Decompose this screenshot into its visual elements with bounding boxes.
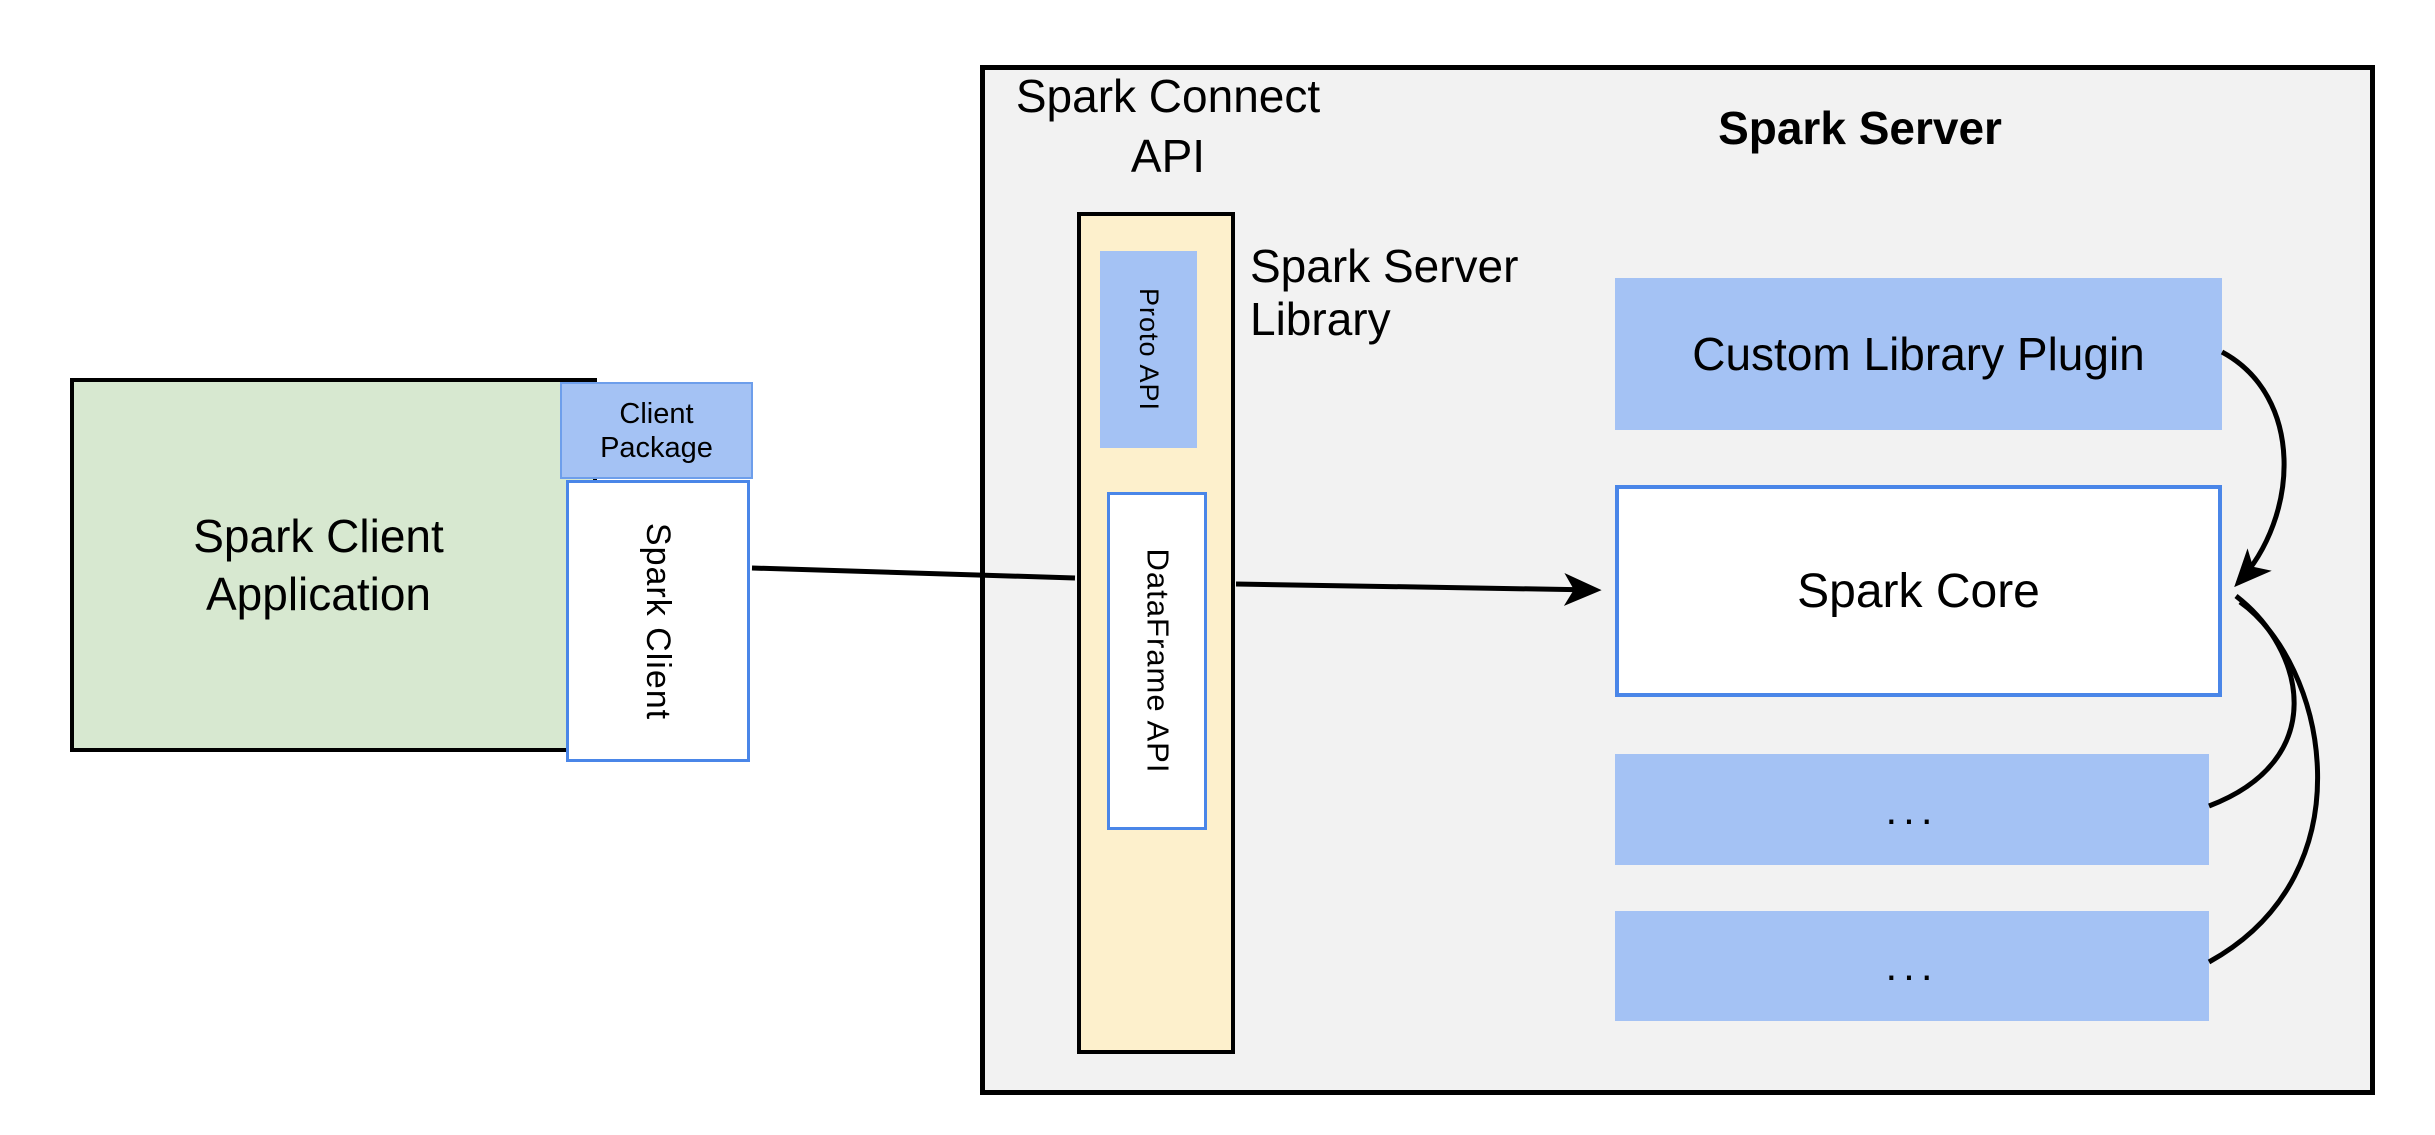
custom-library-plugin-label: Custom Library Plugin: [1692, 328, 2145, 380]
plugin-placeholder-label-1: ...: [1885, 785, 1939, 833]
proto-api-box: Proto API: [1100, 251, 1197, 448]
spark-client-label: Spark Client: [639, 522, 678, 720]
plugin-placeholder-box-1: ...: [1615, 754, 2209, 865]
spark-connect-api-label: Spark Connect API: [988, 66, 1348, 186]
spark-server-library-label: Spark Server Library: [1250, 240, 1610, 346]
plugin-placeholder-label-2: ...: [1885, 942, 1939, 989]
client-package-box: Client Package: [560, 382, 753, 479]
client-package-line2: Package: [600, 431, 713, 464]
spark-client-box: Spark Client: [566, 480, 750, 762]
spark-connect-api-line1: Spark Connect: [1015, 70, 1321, 122]
custom-library-plugin-box: Custom Library Plugin: [1615, 278, 2222, 430]
spark-server-title: Spark Server: [1718, 102, 2002, 154]
spark-client-application-line2: Application: [205, 568, 432, 620]
spark-client-application-box: Spark Client Application: [70, 378, 597, 752]
spark-server-library-line1: Spark Server: [1250, 240, 1519, 292]
spark-client-application-line1: Spark Client: [193, 510, 444, 562]
spark-client-application-label: Spark Client Application: [74, 382, 563, 748]
spark-core-label: Spark Core: [1797, 564, 2040, 618]
spark-connect-api-line2: API: [1130, 130, 1206, 182]
dataframe-api-label: DataFrame API: [1140, 548, 1176, 774]
proto-api-label: Proto API: [1134, 287, 1165, 412]
spark-core-box: Spark Core: [1615, 485, 2222, 697]
client-package-line1: Client: [619, 397, 694, 430]
dataframe-api-box: DataFrame API: [1107, 492, 1207, 830]
spark-server-library-line2: Library: [1250, 293, 1391, 345]
plugin-placeholder-box-2: ...: [1615, 911, 2209, 1021]
